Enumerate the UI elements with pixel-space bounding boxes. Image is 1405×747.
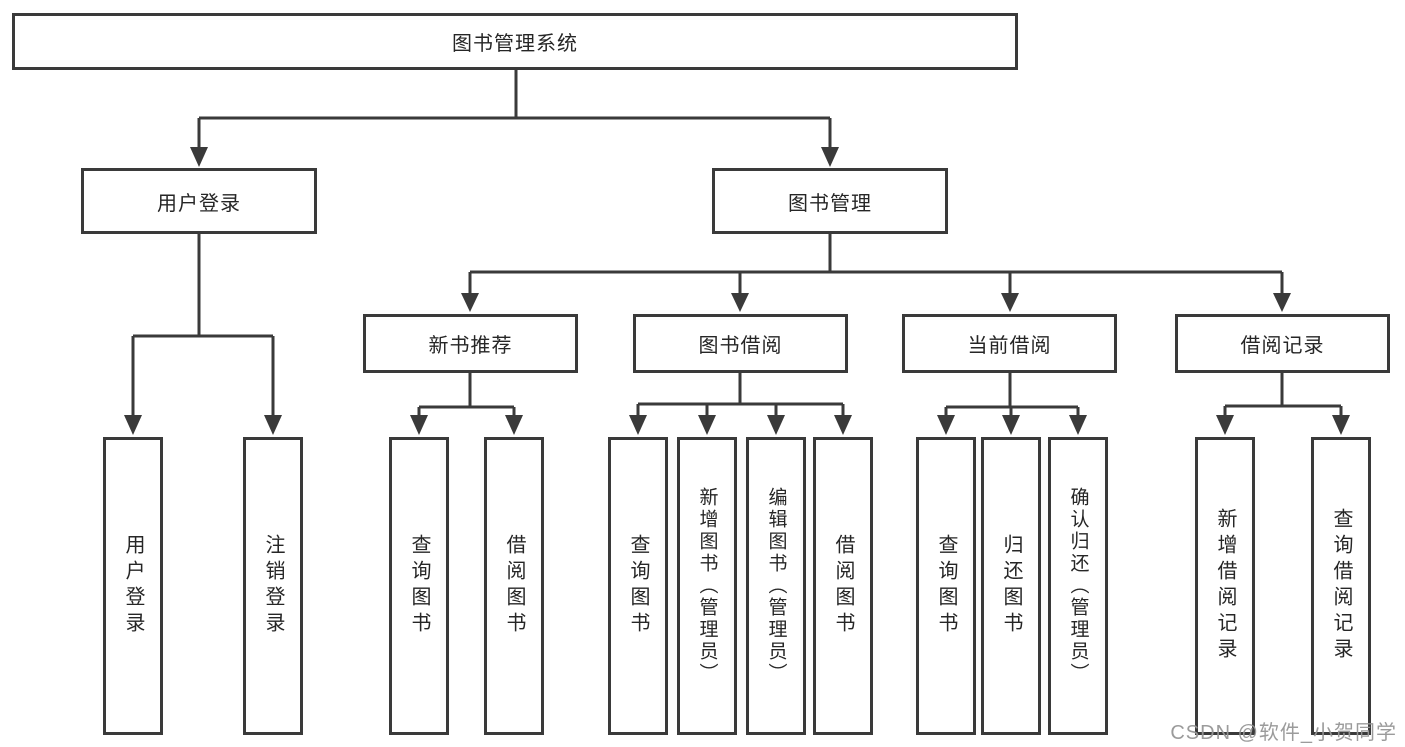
node-label: 查询图书	[408, 534, 430, 638]
node-label: 图书管理	[788, 192, 872, 215]
node-label: 图书管理系统	[452, 33, 578, 55]
leaf-br-query-borrow-record: 查询借阅记录	[1311, 437, 1371, 735]
leaf-nb-borrow-books: 借阅图书	[484, 437, 544, 735]
node-label: 新增图书（管理员）	[696, 487, 718, 685]
node-label: 用户登录	[157, 192, 241, 215]
connector-book-management	[468, 234, 1284, 295]
node-label: 注销登录	[262, 534, 284, 638]
node-borrow-records: 借阅记录	[1175, 314, 1390, 373]
node-label: 当前借阅	[967, 335, 1052, 357]
connector-new-book-recommend	[417, 373, 516, 418]
leaf-bb-add-books-admin: 新增图书（管理员）	[677, 437, 737, 735]
node-label: 归还图书	[1000, 534, 1022, 638]
node-label: 查询图书	[627, 534, 649, 638]
leaf-br-add-borrow-record: 新增借阅记录	[1195, 437, 1255, 735]
node-label: 借阅图书	[503, 534, 525, 638]
node-label: 借阅记录	[1240, 335, 1325, 357]
node-book-management: 图书管理	[712, 168, 948, 234]
node-label: 用户登录	[122, 534, 144, 638]
node-label: 新书推荐	[428, 335, 513, 357]
leaf-bb-edit-books-admin: 编辑图书（管理员）	[746, 437, 806, 735]
leaf-cb-query-books: 查询图书	[916, 437, 976, 735]
node-label: 图书借阅	[698, 335, 783, 357]
node-root: 图书管理系统	[12, 13, 1018, 70]
node-label: 新增借阅记录	[1214, 508, 1236, 664]
watermark: CSDN @软件_小贺同学	[1170, 722, 1397, 744]
node-label: 查询借阅记录	[1330, 508, 1352, 664]
node-label: 借阅图书	[832, 534, 854, 638]
connector-current-borrow	[944, 373, 1080, 418]
connector-root	[197, 70, 832, 150]
leaf-user-login: 用户登录	[103, 437, 163, 735]
node-label: 确认归还（管理员）	[1067, 487, 1089, 685]
connector-borrow-records	[1223, 373, 1343, 418]
node-user-login: 用户登录	[81, 168, 317, 234]
leaf-cb-return-books: 归还图书	[981, 437, 1041, 735]
leaf-bb-query-books: 查询图书	[608, 437, 668, 735]
connector-user-login	[131, 234, 275, 418]
leaf-bb-borrow-books: 借阅图书	[813, 437, 873, 735]
leaf-cb-confirm-return-admin: 确认归还（管理员）	[1048, 437, 1108, 735]
arrowheads	[124, 147, 1350, 435]
leaf-logout: 注销登录	[243, 437, 303, 735]
connector-book-borrow	[636, 373, 845, 418]
node-new-book-recommend: 新书推荐	[363, 314, 578, 373]
leaf-nb-query-books: 查询图书	[389, 437, 449, 735]
node-label: 编辑图书（管理员）	[765, 487, 787, 685]
node-current-borrow: 当前借阅	[902, 314, 1117, 373]
node-book-borrow: 图书借阅	[633, 314, 848, 373]
node-label: 查询图书	[935, 534, 957, 638]
